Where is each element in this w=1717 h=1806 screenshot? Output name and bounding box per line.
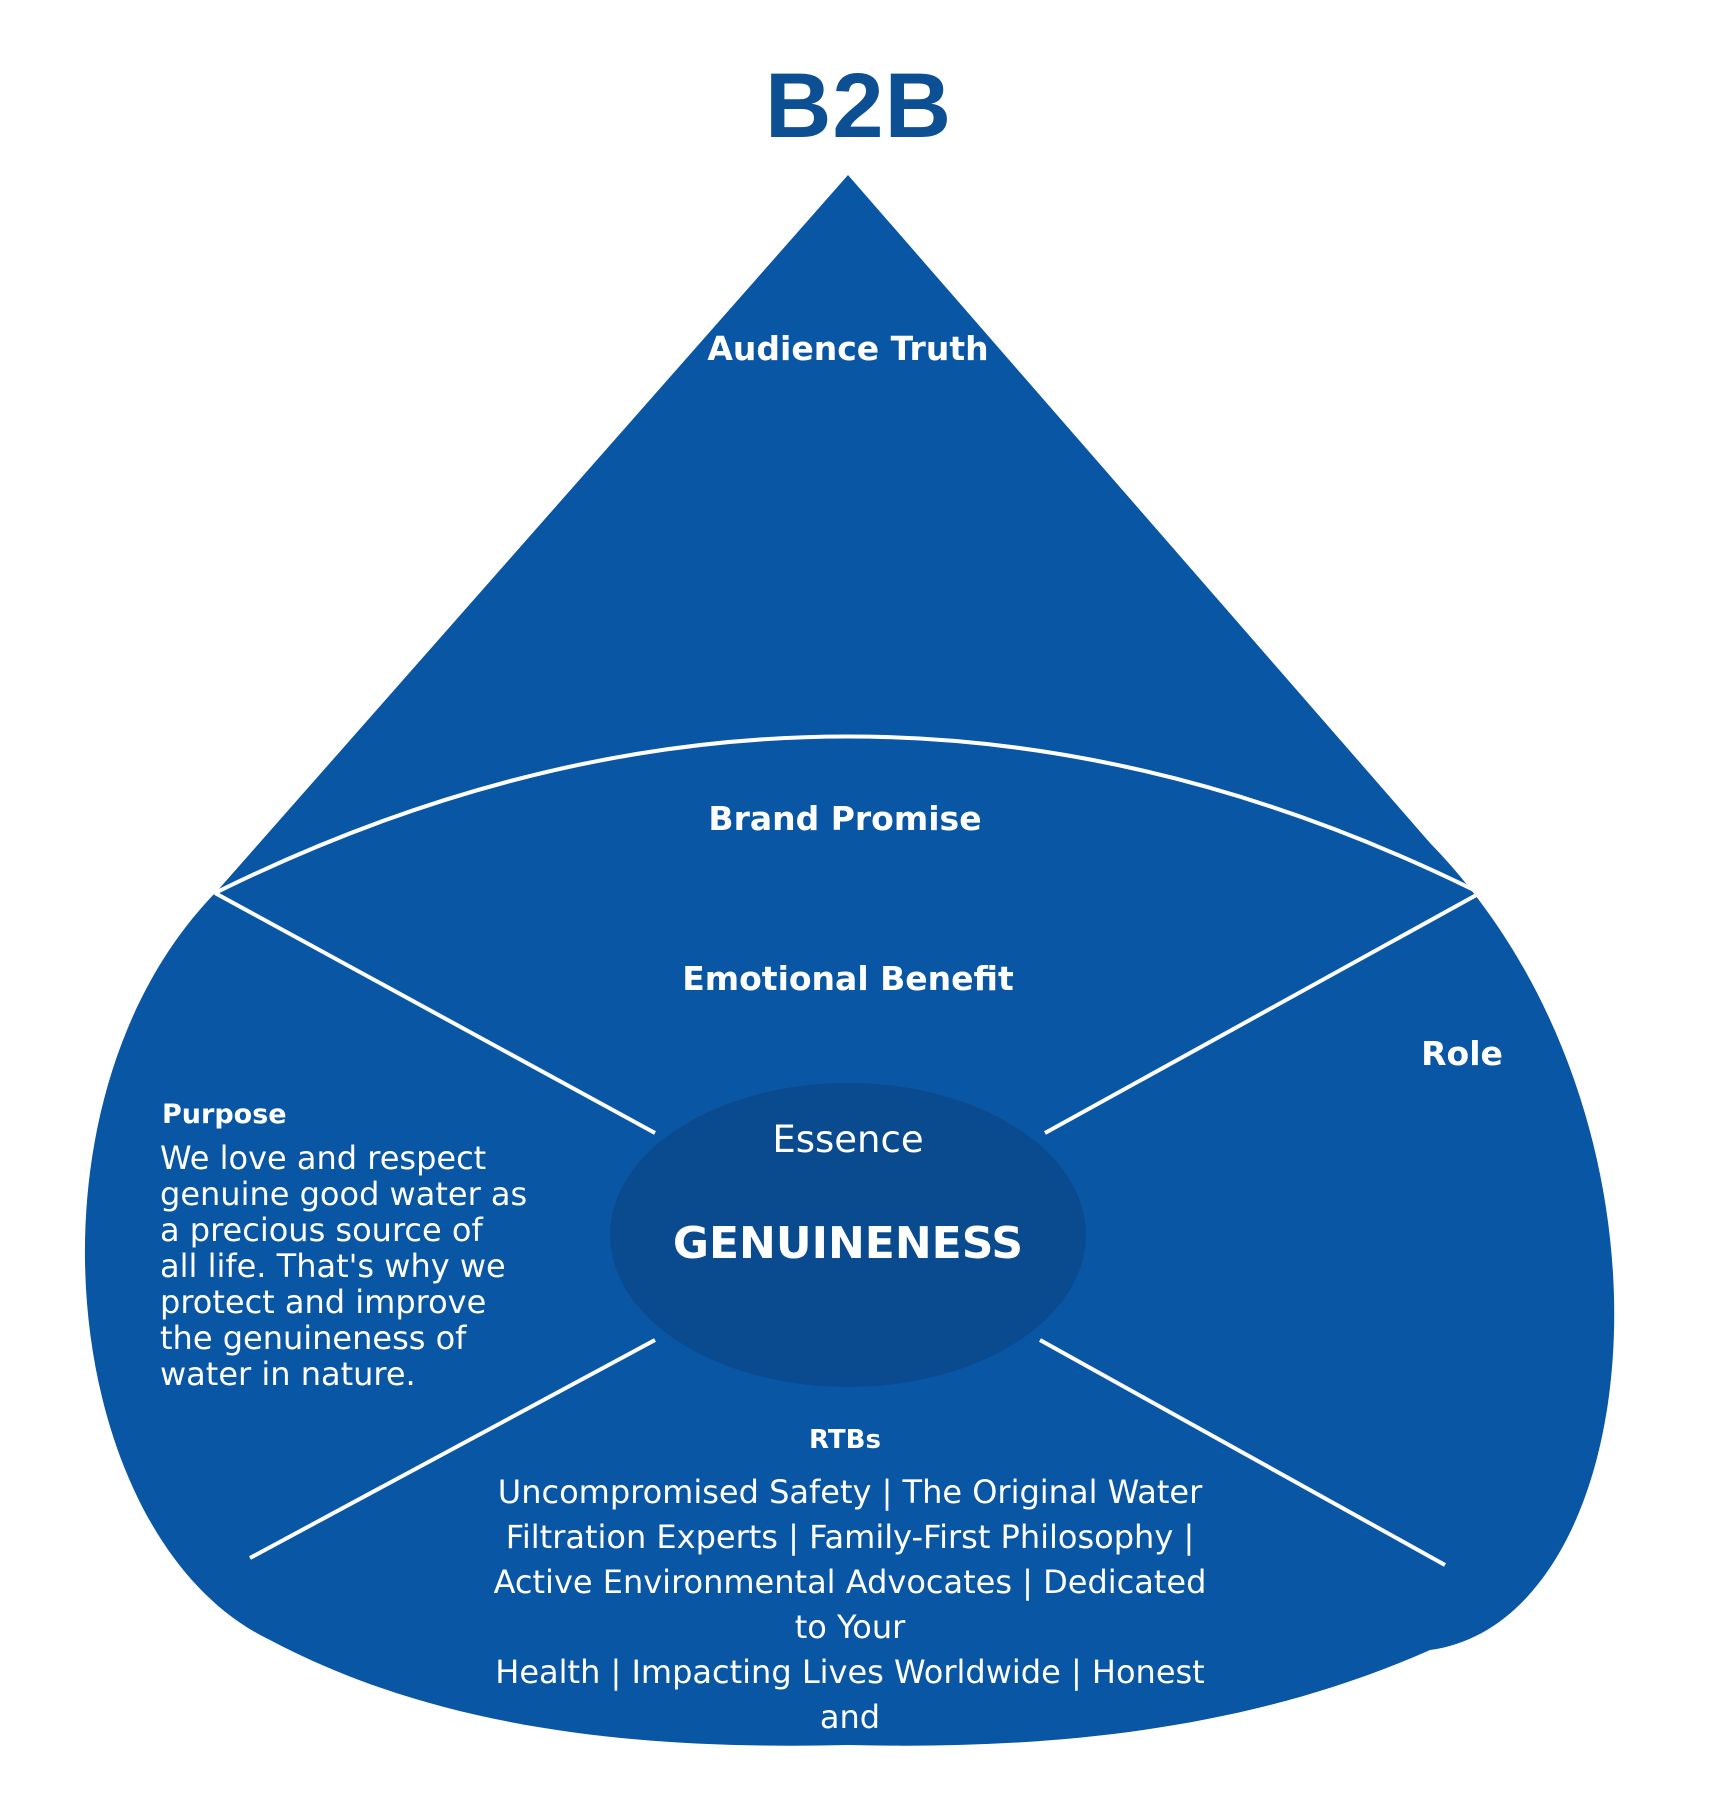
rtbs-line: Uncompromised Safety | The Original Wate… (497, 1473, 1203, 1511)
divider-upper-left (214, 891, 656, 1135)
rtbs-line: Health | Impacting Lives Worldwide | Hon… (495, 1653, 1205, 1691)
essence-ellipse (610, 1083, 1086, 1387)
drop-shape (84, 175, 1615, 1746)
role-label: Role (1421, 1034, 1503, 1073)
essence-label: Essence (772, 1118, 923, 1161)
rtbs-line: to Your (794, 1608, 906, 1646)
rtbs-line: and (819, 1698, 881, 1736)
rtbs-line: Filtration Experts | Family-First Philos… (505, 1518, 1195, 1556)
divider-upper-right (1044, 891, 1481, 1135)
brand-promise-label: Brand Promise (708, 799, 981, 838)
purpose-label: Purpose (162, 1099, 287, 1130)
divider-lower-left (249, 1338, 656, 1560)
page-title: B2B (764, 55, 953, 157)
essence-value: GENUINENESS (673, 1218, 1023, 1269)
purpose-text: We love and respect genuine good water a… (160, 1139, 528, 1393)
rtbs-list: Uncompromised Safety | The Original Wate… (460, 1470, 1240, 1740)
divider-lower-right (1039, 1338, 1446, 1567)
rtbs-line: Active Environmental Advocates | Dedicat… (493, 1563, 1207, 1601)
rtbs-label: RTBs (809, 1425, 881, 1455)
audience-truth-label: Audience Truth (707, 329, 988, 368)
emotional-benefit-label: Emotional Benefit (682, 959, 1014, 998)
brand-promise-arc (214, 734, 1481, 895)
